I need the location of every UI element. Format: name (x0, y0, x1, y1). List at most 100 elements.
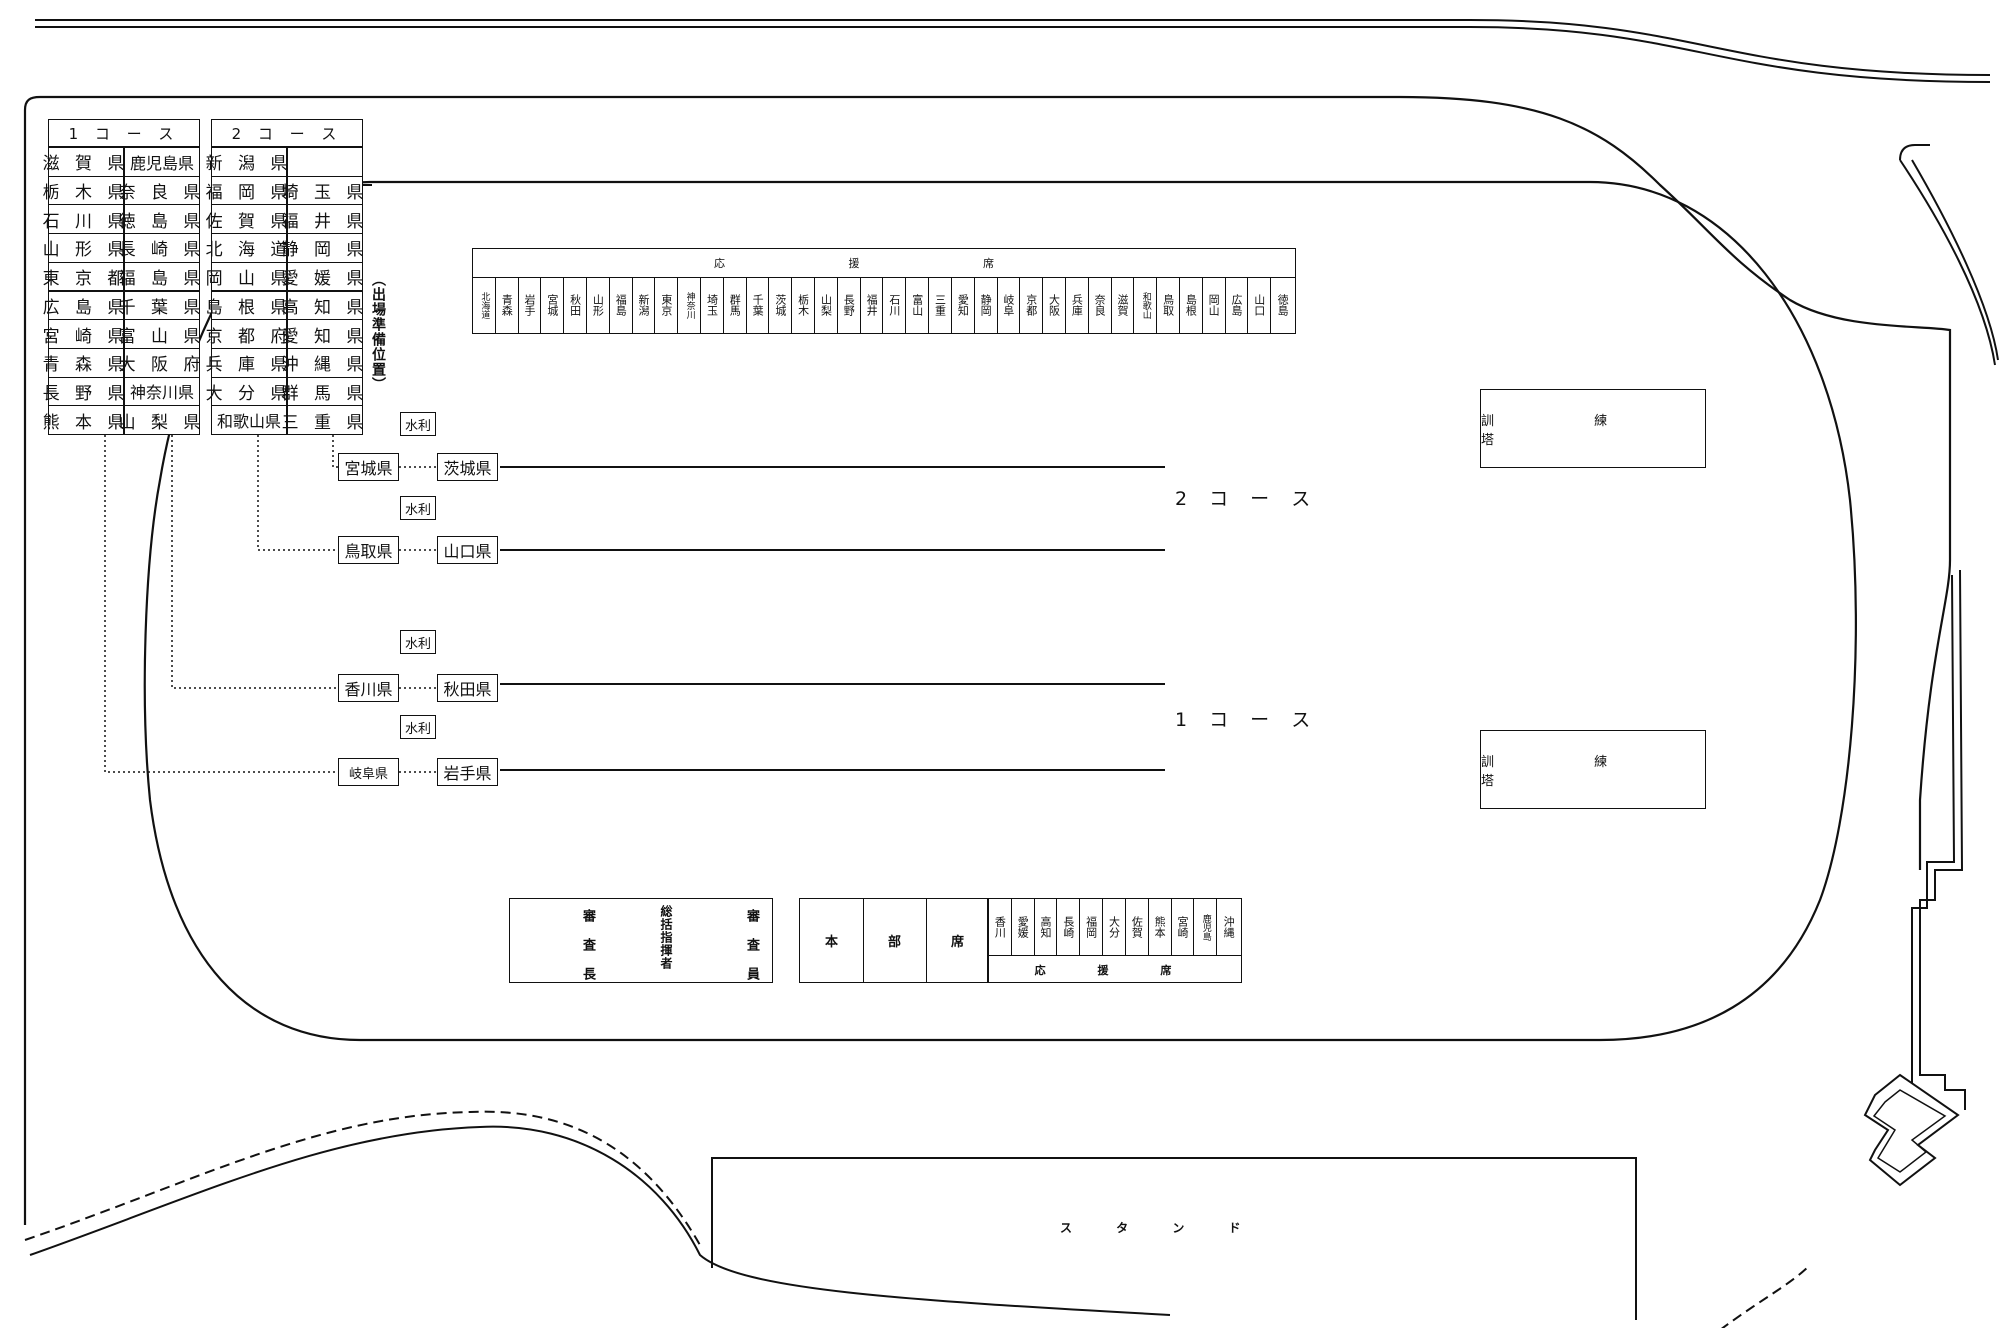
course1-cell: 長 崎 県 (119, 233, 200, 263)
training-tower-top-label: 訓 練 塔 (1481, 413, 1656, 448)
headquarters-stand: 本 部 席 (799, 898, 988, 983)
lane-tag-akita: 秋田県 (437, 674, 498, 702)
course2-cell: 福 岡 県 (206, 175, 287, 206)
course2-cell: 愛 媛 県 (282, 261, 363, 292)
course1-cell: 青 森 県 (43, 347, 124, 378)
standby-position-label: （出場準備位置） (370, 272, 386, 392)
lane-tag-tottori: 鳥取県 (338, 536, 399, 564)
cheer-cell: 滋賀 (1112, 277, 1135, 333)
cheer-cell: 栃木 (792, 277, 816, 333)
cheer-cell: 島根 (1180, 277, 1203, 333)
cheer-cell: 徳島 (1276, 294, 1290, 316)
course2-label: 2 コ ー ス (1175, 488, 1319, 510)
course2-cell: 和歌山県 (211, 405, 287, 435)
course1-cell: 宮 崎 県 (43, 319, 124, 349)
cheer-cell: 岡山 (1203, 277, 1226, 333)
course1-cell: 神奈川県 (124, 376, 200, 407)
course1-cell: 鹿児島県 (124, 147, 200, 177)
cheer-cell: 山形 (587, 277, 610, 333)
course2-table-header: 2 コ ー ス (211, 119, 363, 147)
connector-gifu (104, 435, 338, 773)
gate-structure (1863, 1073, 1960, 1187)
cheer-cell: 北海道 (473, 277, 496, 333)
cheer-cell: 三重 (929, 277, 952, 333)
course1-cell: 奈 良 県 (119, 175, 200, 206)
course2-cell: 新 潟 県 (206, 147, 287, 177)
right-building-outline (1919, 569, 1966, 1110)
cheer-cell: 宮崎 (1172, 899, 1195, 955)
course2-cell: 群 馬 県 (282, 376, 363, 407)
lane-tag-yamaguchi: 山口県 (437, 536, 498, 564)
lane-tag-iwate: 岩手県 (437, 758, 498, 786)
course1-cell: 千 葉 県 (119, 290, 200, 321)
water-source-tag: 水利 (400, 630, 436, 654)
course2-cell: 北 海 道 (206, 233, 287, 263)
cheer-cell: 鹿児島 (1194, 899, 1218, 955)
course2-cell: 兵 庫 県 (206, 347, 287, 378)
dashed-road-line (24, 1110, 701, 1246)
cheer-cell: 鳥取 (1157, 277, 1180, 333)
cheer-cell: 長崎 (1057, 899, 1081, 955)
course2-cell: 佐 賀 県 (206, 204, 287, 235)
cheering-stand-top-title: 応 援 席 (473, 249, 1295, 278)
field-boundary (23, 95, 1952, 1225)
cheering-stand-top: 応 援 席 北海道青森岩手宮城秋田山形福島新潟東京神奈川埼玉群馬千葉茨城栃木山梨… (472, 248, 1296, 334)
cheer-cell: 山口 (1248, 277, 1272, 333)
training-tower-bottom: 訓 練 塔 (1480, 730, 1706, 809)
cheer-cell: 埼玉 (701, 277, 724, 333)
gate-structure-inner (1872, 1089, 1947, 1173)
cheer-cell: 宮城 (541, 277, 565, 333)
lane-tag-ibaraki: 茨城県 (437, 453, 498, 481)
cheer-cell: 富山 (906, 277, 930, 333)
course2-cell: 静 岡 県 (282, 233, 363, 263)
course1-cell: 広 島 県 (43, 290, 124, 321)
course2-cell: 高 知 県 (282, 290, 363, 321)
lane-tag-gifu: 岐阜県 (338, 758, 399, 786)
cheer-cell: 熊本 (1149, 899, 1172, 955)
judges-stand: 審査長 総括指揮者 審査員 (509, 898, 773, 996)
cheer-cell: 群馬 (724, 277, 747, 333)
judges-member-label: 審査員 (744, 909, 759, 996)
course1-cell: 滋 賀 県 (43, 147, 124, 177)
cheer-cell: 福島 (610, 277, 633, 333)
course1-cell: 福 島 県 (119, 261, 200, 292)
right-gate-top (1899, 144, 1930, 161)
course2-cell: 京 都 府 (206, 319, 287, 349)
cheer-cell: 沖縄 (1222, 916, 1236, 938)
cheering-stand-bottom: 香川愛媛高知長崎福岡大分佐賀熊本宮崎鹿児島沖縄 応 援 席 (988, 898, 1242, 983)
cheer-cell: 静岡 (975, 277, 998, 333)
hq-cell: 本 (800, 899, 864, 982)
cheer-cell: 和歌山 (1134, 277, 1158, 333)
judges-chief-label: 審査長 (580, 909, 595, 996)
cheering-stand-top-cells: 北海道青森岩手宮城秋田山形福島新潟東京神奈川埼玉群馬千葉茨城栃木山梨長野福井石川… (473, 277, 1295, 333)
judges-commander-label: 総括指揮者 (659, 905, 673, 970)
water-source-tag: 水利 (400, 715, 436, 739)
bottom-road-line (29, 1125, 1171, 1316)
course1-cell: 熊 本 県 (43, 405, 124, 435)
cheer-cell: 東京 (655, 277, 679, 333)
lane-tag-kagawa: 香川県 (338, 674, 399, 702)
course2-cell: 沖 縄 県 (282, 347, 363, 378)
cheer-cell: 新潟 (633, 277, 656, 333)
cheer-cell: 福岡 (1080, 899, 1104, 955)
water-source-tag: 水利 (400, 412, 436, 436)
bottom-right-dashed-line (1721, 1264, 1811, 1328)
course2-cell (287, 147, 363, 177)
top-road-outer-line (35, 19, 1991, 76)
cheer-cell: 愛媛 (1012, 899, 1035, 955)
training-tower-bottom-label: 訓 練 塔 (1481, 754, 1656, 789)
course2-cell: 愛 知 県 (282, 319, 363, 349)
course1-cell: 東 京 都 (43, 261, 124, 292)
stand-outline (711, 1157, 1637, 1320)
course1-cell: 山 形 県 (43, 233, 124, 263)
connector-tottori (257, 435, 338, 551)
course1-cell: 富 山 県 (119, 319, 200, 349)
cheer-cell: 愛知 (952, 277, 975, 333)
course1-label: 1 コ ー ス (1175, 709, 1319, 731)
cheer-cell: 青森 (496, 277, 519, 333)
course1-cell: 山 梨 県 (119, 405, 200, 435)
cheer-cell: 茨城 (769, 277, 793, 333)
hq-cell: 席 (950, 935, 964, 950)
